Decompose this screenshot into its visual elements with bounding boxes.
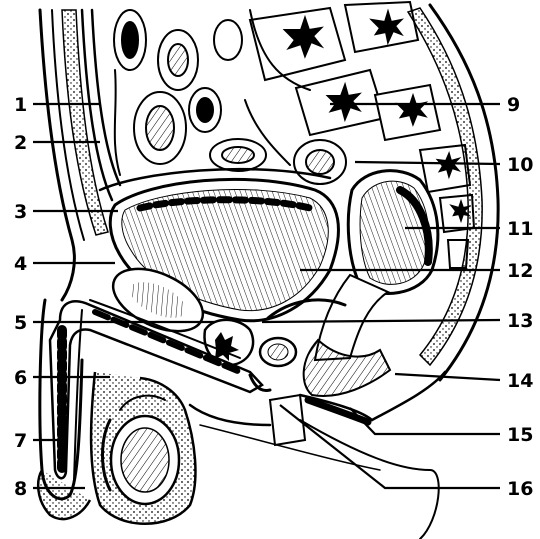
label-6: 6 — [14, 367, 27, 389]
label-8: 8 — [14, 478, 27, 500]
label-12: 12 — [507, 260, 533, 282]
label-13: 13 — [507, 310, 533, 332]
label-1: 1 — [14, 94, 27, 116]
label-2: 2 — [14, 132, 27, 154]
label-15: 15 — [507, 424, 533, 446]
leader-line-16 — [280, 405, 500, 488]
label-14: 14 — [507, 370, 533, 392]
label-4: 4 — [14, 253, 27, 275]
label-9: 9 — [507, 94, 520, 116]
label-7: 7 — [14, 430, 27, 452]
label-10: 10 — [507, 154, 533, 176]
leader-line-13 — [262, 320, 500, 322]
label-5: 5 — [14, 312, 27, 334]
label-3: 3 — [14, 201, 27, 223]
right-labels: 9 10 11 12 13 14 15 16 — [507, 94, 533, 500]
label-11: 11 — [507, 218, 533, 240]
label-16: 16 — [507, 478, 533, 500]
left-labels: 1 2 3 4 5 6 7 8 — [14, 94, 27, 500]
leader-line-14 — [395, 374, 500, 380]
